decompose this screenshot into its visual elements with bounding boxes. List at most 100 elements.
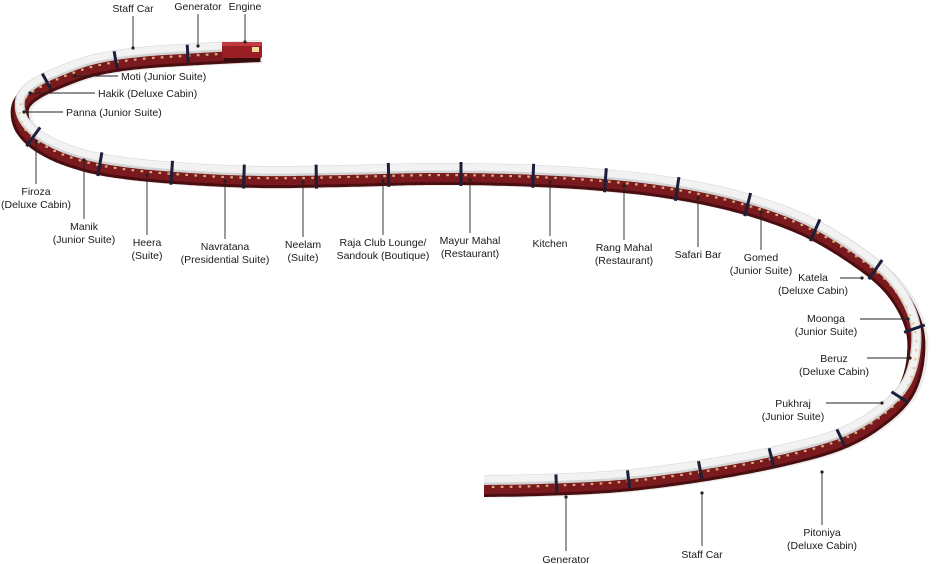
window bbox=[876, 271, 880, 274]
window bbox=[167, 172, 170, 175]
label-generator-bottom: Generator bbox=[542, 495, 590, 564]
window bbox=[652, 185, 656, 188]
car-label-line: Generator bbox=[174, 1, 222, 13]
window bbox=[221, 175, 224, 178]
window bbox=[816, 231, 820, 234]
car-coupling bbox=[808, 218, 822, 242]
window bbox=[563, 484, 567, 487]
car-coupling bbox=[697, 460, 704, 480]
car-label-line: Engine bbox=[229, 1, 262, 13]
window bbox=[527, 485, 531, 488]
window bbox=[509, 485, 513, 488]
car-label-line: Sandouk (Boutique) bbox=[337, 250, 430, 262]
window bbox=[473, 174, 476, 177]
window bbox=[904, 306, 908, 309]
window bbox=[78, 159, 82, 162]
leader-dot bbox=[880, 401, 884, 405]
window bbox=[133, 58, 137, 61]
label-staff-car-bottom: Staff Car bbox=[681, 491, 723, 561]
window bbox=[608, 481, 612, 484]
train-roof bbox=[16, 40, 920, 483]
label-staff-car-top: Staff Car bbox=[112, 3, 154, 50]
window bbox=[151, 56, 155, 59]
label-mayur-mahal: Mayur Mahal(Restaurant) bbox=[440, 178, 501, 260]
leader-dot bbox=[145, 173, 149, 177]
window bbox=[248, 176, 251, 179]
window bbox=[131, 169, 135, 172]
window bbox=[812, 447, 816, 450]
window bbox=[766, 210, 770, 214]
window bbox=[45, 145, 48, 148]
label-manik: Manik(Junior Suite) bbox=[53, 158, 115, 246]
window bbox=[212, 175, 215, 178]
car-coupling bbox=[743, 192, 753, 217]
car-coupling bbox=[673, 176, 681, 202]
car-label-line: (Presidential Suite) bbox=[181, 254, 270, 266]
leader-dot bbox=[908, 356, 912, 360]
window bbox=[61, 153, 65, 156]
window bbox=[732, 200, 735, 203]
engine-window bbox=[252, 47, 259, 52]
window bbox=[590, 482, 594, 486]
car-label-line: Panna (Junior Suite) bbox=[66, 107, 162, 119]
window bbox=[122, 168, 126, 171]
window bbox=[581, 483, 585, 486]
leader-dot bbox=[622, 184, 626, 188]
window bbox=[160, 56, 164, 59]
window bbox=[581, 178, 584, 181]
window bbox=[257, 177, 260, 180]
window bbox=[107, 62, 110, 65]
window bbox=[39, 85, 42, 88]
car-coupling bbox=[903, 323, 926, 334]
window bbox=[914, 331, 917, 334]
car-label-line: Manik bbox=[70, 221, 99, 233]
window bbox=[205, 53, 209, 56]
car-coupling bbox=[890, 390, 909, 404]
window bbox=[545, 484, 549, 487]
window bbox=[783, 217, 787, 220]
label-raja-club: Raja Club Lounge/Sandouk (Boutique) bbox=[337, 179, 430, 262]
window bbox=[795, 452, 798, 455]
leader-dot bbox=[906, 317, 910, 321]
label-firoza: Firoza(Deluxe Cabin) bbox=[1, 140, 71, 211]
window bbox=[661, 186, 665, 189]
car-coupling bbox=[554, 474, 559, 493]
window bbox=[902, 392, 906, 395]
window bbox=[536, 176, 539, 179]
window bbox=[545, 176, 548, 179]
leader-dot bbox=[468, 178, 472, 182]
window bbox=[883, 277, 886, 280]
window bbox=[194, 174, 197, 177]
window bbox=[821, 445, 824, 448]
car-label-line: Mayur Mahal bbox=[440, 235, 501, 247]
label-pitoniya: Pitoniya(Deluxe Cabin) bbox=[787, 470, 857, 552]
leader-dot bbox=[22, 110, 26, 114]
car-label-line: (Deluxe Cabin) bbox=[778, 285, 848, 297]
window bbox=[293, 177, 296, 180]
window bbox=[897, 399, 900, 402]
car-coupling bbox=[25, 126, 42, 148]
car-label-line: Staff Car bbox=[681, 549, 723, 561]
window bbox=[527, 175, 530, 178]
label-moti: Moti (Junior Suite) bbox=[73, 71, 206, 83]
window bbox=[911, 322, 915, 325]
window bbox=[889, 283, 893, 287]
window bbox=[113, 166, 117, 169]
window bbox=[491, 485, 495, 489]
window bbox=[854, 255, 858, 258]
car-label-line: Rang Mahal bbox=[596, 242, 653, 254]
window bbox=[455, 174, 458, 177]
window bbox=[81, 68, 84, 71]
window bbox=[96, 163, 99, 166]
window bbox=[877, 417, 880, 420]
window bbox=[149, 171, 153, 174]
window bbox=[446, 174, 449, 177]
car-label-line: Hakik (Deluxe Cabin) bbox=[98, 88, 197, 100]
leader-dot bbox=[381, 179, 385, 183]
window bbox=[169, 55, 173, 58]
window bbox=[724, 466, 728, 469]
window bbox=[768, 458, 772, 461]
window bbox=[635, 183, 638, 186]
window bbox=[518, 485, 522, 488]
